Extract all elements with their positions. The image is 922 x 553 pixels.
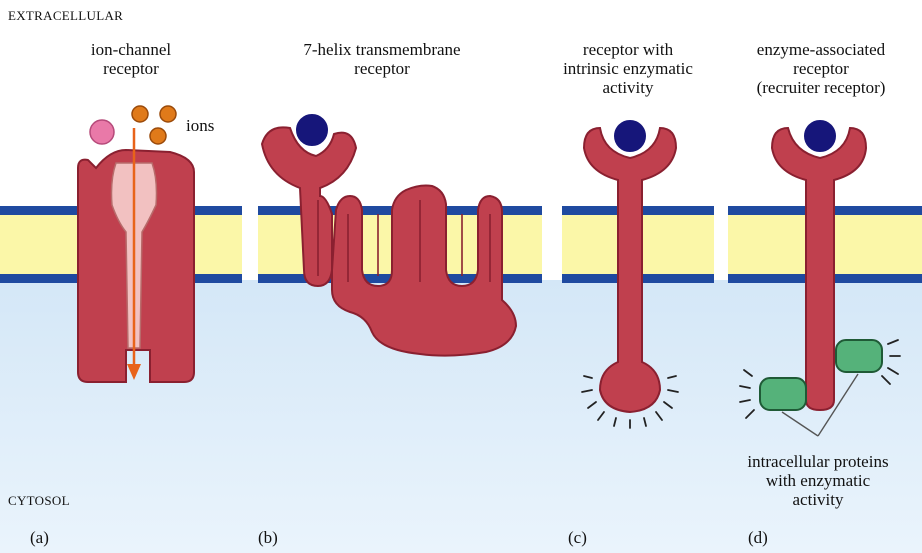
activity-rays	[581, 375, 679, 429]
pink-ligand	[89, 119, 115, 145]
proteins-label-line-3: activity	[792, 490, 844, 509]
title-b: 7-helix transmembrane receptor	[272, 40, 492, 78]
title-c-line-1: receptor with	[582, 40, 674, 59]
title-d-line-3: (recruiter receptor)	[756, 78, 886, 97]
ion-1	[131, 105, 149, 123]
pointer-lines	[781, 373, 859, 437]
proteins-label: intracellular proteins with enzymatic ac…	[720, 452, 916, 509]
helix-folds	[317, 200, 491, 282]
receptor-body	[770, 126, 868, 412]
ion-2	[159, 105, 177, 123]
ion-3	[149, 127, 167, 145]
title-d: enzyme-associated receptor (recruiter re…	[728, 40, 914, 97]
title-b-line-1: 7-helix transmembrane	[303, 40, 461, 59]
title-d-line-2: receptor	[793, 59, 849, 78]
ion-flow-arrowhead	[127, 364, 141, 380]
title-b-line-2: receptor	[354, 59, 410, 78]
proteins-label-line-2: with enzymatic	[765, 471, 871, 490]
ligand	[294, 112, 330, 148]
panel-tag-d: (d)	[748, 528, 768, 547]
receptor-body	[582, 126, 678, 414]
title-a-line-2: receptor	[103, 59, 159, 78]
title-c: receptor with intrinsic enzymatic activi…	[538, 40, 718, 97]
panel-tag-c: (c)	[568, 528, 587, 547]
seven-helix-receptor	[260, 112, 518, 357]
activity-rays-right	[881, 339, 901, 385]
ligand	[802, 118, 838, 154]
title-c-line-3: activity	[602, 78, 654, 97]
title-d-line-1: enzyme-associated	[756, 40, 886, 59]
title-c-line-2: intrinsic enzymatic	[563, 59, 693, 78]
enzyme-protein-left	[759, 377, 807, 411]
extracellular-label: EXTRACELLULAR	[8, 8, 124, 23]
title-a-line-1: ion-channel	[90, 40, 172, 59]
proteins-label-line-1: intracellular proteins	[747, 452, 889, 471]
intrinsic-enzyme-receptor	[581, 118, 679, 429]
cytosol-label: CYTOSOL	[8, 493, 70, 508]
panel-tag-b: (b)	[258, 528, 278, 547]
enzyme-protein-right	[835, 339, 883, 373]
ions-label: ions	[186, 116, 215, 135]
ion-channel-receptor	[77, 105, 195, 383]
ligand	[612, 118, 648, 154]
title-a: ion-channel receptor	[66, 40, 196, 78]
receptor-body	[260, 126, 518, 357]
activity-rays-left	[739, 369, 755, 419]
enzyme-associated-receptor	[739, 118, 901, 437]
panel-tag-a: (a)	[30, 528, 49, 547]
